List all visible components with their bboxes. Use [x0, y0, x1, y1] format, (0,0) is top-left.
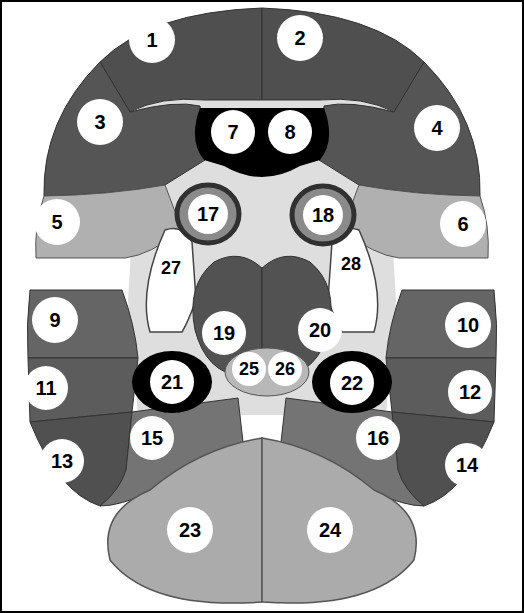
callout-number: 13	[51, 451, 73, 471]
region	[386, 358, 496, 422]
callout-number: 5	[51, 212, 62, 232]
ventricle	[146, 229, 196, 333]
callout-circle: 22	[330, 361, 374, 405]
callout-circle: 18	[303, 195, 343, 235]
callout-number: 28	[336, 249, 367, 280]
region	[262, 438, 416, 603]
callout-number: 3	[94, 112, 105, 132]
callout-number: 14	[456, 455, 478, 475]
callout-circle: 25	[232, 352, 266, 386]
callout-number: 11	[35, 378, 56, 398]
callout-number: 23	[179, 520, 201, 540]
callout-number: 25	[239, 360, 259, 378]
callout-circle: 3	[77, 99, 123, 145]
callout-number: 26	[275, 360, 295, 378]
callout-circle: 20	[298, 308, 342, 352]
callout-number: 10	[457, 315, 479, 335]
callout-circle: 16	[356, 416, 400, 460]
region	[292, 186, 354, 244]
region	[44, 62, 205, 196]
callout-circle: 8	[268, 110, 312, 154]
callout-number: 28	[341, 255, 361, 273]
callout-circle: 19	[202, 311, 246, 355]
callout-number: 7	[227, 122, 238, 142]
callout-number: 12	[459, 382, 481, 402]
region	[319, 62, 480, 196]
callout-number: 20	[309, 320, 331, 340]
callout-circle: 2	[277, 15, 323, 61]
callout-circle: 21	[150, 360, 194, 404]
callout-number: 22	[341, 373, 363, 393]
callout-circle: 17	[188, 194, 228, 234]
callout-circle: 10	[445, 302, 491, 348]
callout-number: 1	[146, 30, 157, 50]
callout-circle: 23	[167, 507, 213, 553]
callout-number: 2	[294, 28, 305, 48]
region	[262, 8, 424, 112]
region	[386, 290, 497, 358]
callout-circle: 9	[32, 297, 78, 343]
callout-number: 4	[431, 118, 442, 138]
region	[108, 438, 262, 603]
callout-number: 6	[457, 214, 468, 234]
region	[195, 108, 329, 177]
region	[100, 8, 262, 112]
callout-number: 21	[161, 372, 183, 392]
region	[177, 185, 239, 243]
callout-number: 18	[312, 205, 334, 225]
region	[27, 290, 138, 358]
callout-number: 27	[161, 259, 181, 277]
callout-circle: 13	[40, 439, 84, 483]
callout-circle: 5	[34, 199, 80, 245]
callout-number: 16	[367, 428, 389, 448]
callout-circle: 15	[130, 416, 174, 460]
callout-circle: 26	[268, 352, 302, 386]
region	[312, 351, 392, 413]
region	[225, 348, 309, 396]
callout-circle: 12	[448, 370, 492, 414]
callout-number: 19	[213, 323, 235, 343]
callout-circle: 11	[24, 366, 68, 410]
callout-circle: 24	[307, 507, 353, 553]
callout-number: 9	[49, 310, 60, 330]
callout-circle: 1	[129, 17, 175, 63]
callout-circle: 6	[440, 201, 486, 247]
callout-circle: 4	[414, 105, 460, 151]
callout-number: 8	[284, 122, 295, 142]
callout-number: 24	[319, 520, 341, 540]
callout-number: 17	[197, 204, 219, 224]
callout-number: 27	[156, 253, 187, 284]
callout-circle: 14	[445, 443, 489, 487]
region	[132, 351, 212, 413]
callout-circle: 7	[211, 110, 255, 154]
callout-number: 15	[141, 428, 163, 448]
